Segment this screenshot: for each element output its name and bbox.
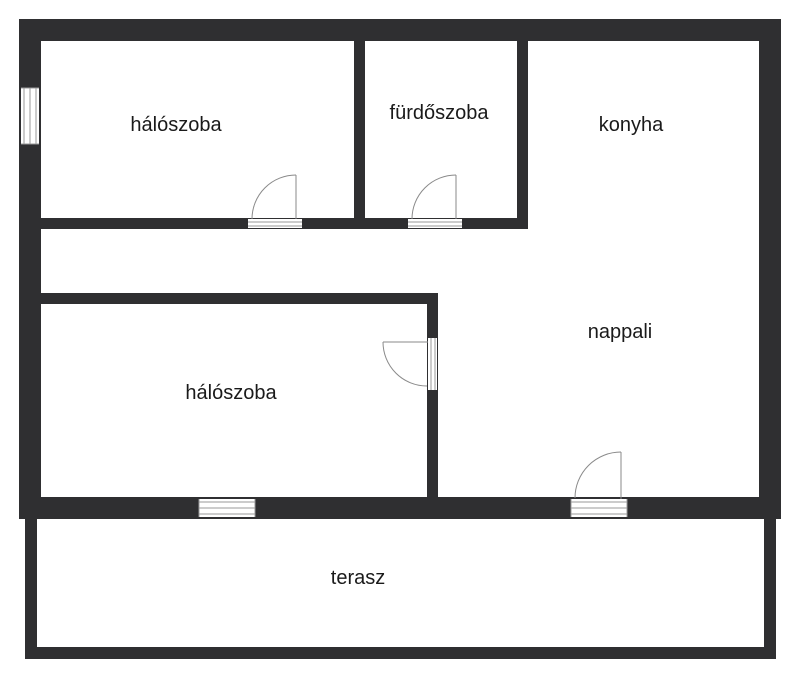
door-bedroom-top	[248, 174, 302, 228]
wall-bedroom-bathroom	[354, 41, 365, 229]
terrace-wall-bottom	[25, 647, 776, 659]
wall-bathroom-kitchen	[517, 41, 528, 229]
label-terrace: terasz	[331, 567, 385, 589]
label-living-room: nappali	[588, 321, 653, 343]
label-bedroom-top: hálószoba	[130, 114, 222, 136]
outer-wall-top	[19, 19, 781, 41]
terrace-wall-right	[764, 519, 776, 659]
door-bedroom-bottom	[382, 338, 437, 390]
terrace-wall-left	[25, 519, 37, 659]
window-left	[21, 87, 39, 145]
wall-bedroom-living	[427, 293, 438, 508]
main-wall-bottom	[19, 497, 781, 519]
outer-wall-right	[759, 19, 781, 519]
label-bathroom: fürdőszoba	[390, 102, 490, 124]
label-kitchen: konyha	[599, 114, 664, 136]
window-bottom-bedroom	[198, 499, 256, 517]
door-bathroom	[408, 174, 462, 228]
label-bedroom-bottom: hálószoba	[185, 382, 277, 404]
wall-corridor-bottom	[41, 293, 438, 304]
door-terrace	[570, 451, 628, 517]
